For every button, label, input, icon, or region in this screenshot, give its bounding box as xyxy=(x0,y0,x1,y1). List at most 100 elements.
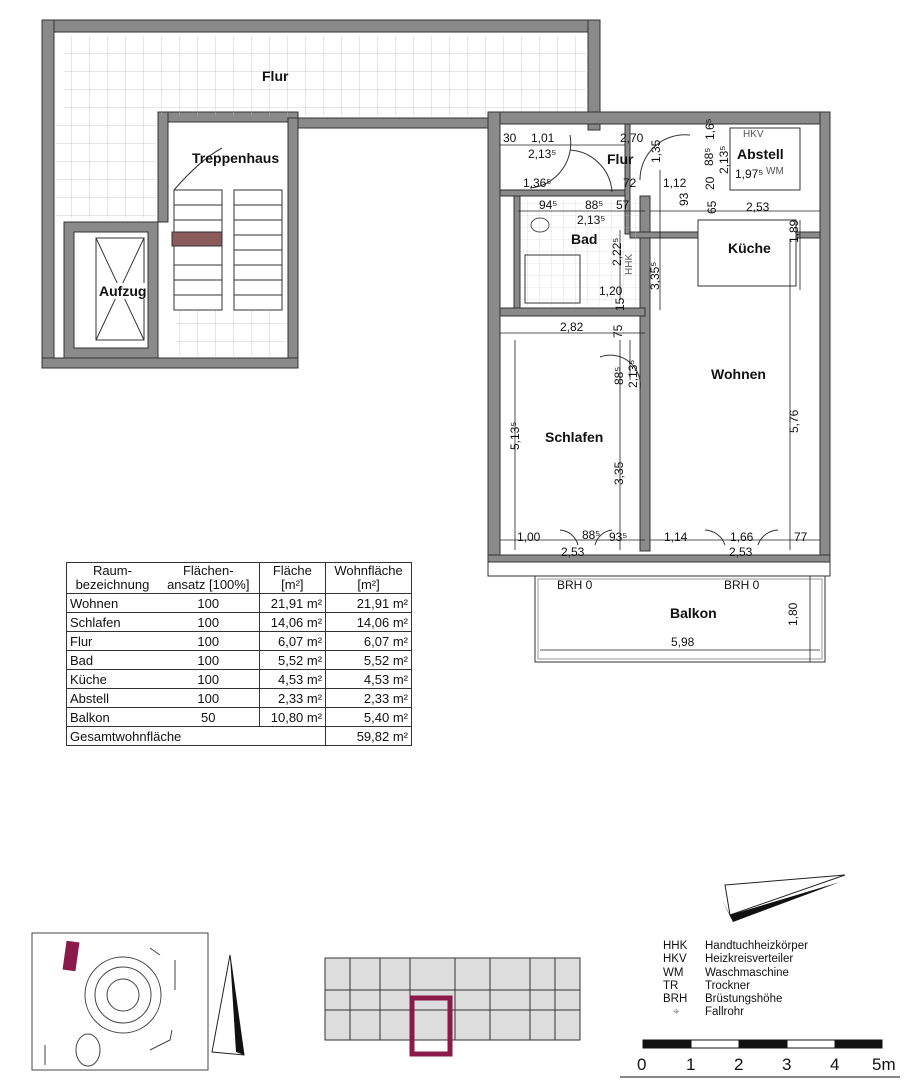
cell-living: 14,06 m² xyxy=(325,612,412,632)
storage-fixtures xyxy=(729,127,801,191)
dimension-label: 5,76 xyxy=(787,409,801,433)
dimension-label: 88⁵ xyxy=(612,366,626,385)
balcony-outline xyxy=(534,575,826,663)
dimension-label: 2,70 xyxy=(620,131,644,145)
downpipe-icon: ⌖ xyxy=(673,1006,680,1019)
cell-room: Balkon xyxy=(65,707,158,727)
cell-area: 21,91 m² xyxy=(258,593,327,613)
room-label-hallway: Flur xyxy=(607,151,634,167)
dimension-label: 2,13⁵ xyxy=(717,145,731,174)
site-north-arrow-icon xyxy=(211,954,245,1056)
cell-factor: 100 xyxy=(157,612,260,632)
wm-label: WM xyxy=(766,166,784,177)
hhk-label: HHK xyxy=(624,253,635,275)
dimension-label: 2,82 xyxy=(560,320,584,334)
cell-living: 6,07 m² xyxy=(325,631,412,651)
room-label-kitchen: Küche xyxy=(728,240,771,256)
total-label: Gesamtwohnfläche xyxy=(65,726,327,746)
cell-area: 14,06 m² xyxy=(258,612,327,632)
dimension-label: 15 xyxy=(613,297,627,311)
dimension-label: 93 xyxy=(677,192,691,206)
staircase xyxy=(171,147,283,311)
column-header: Flächen- ansatz [100%] xyxy=(157,562,260,594)
dimension-label: 1,14 xyxy=(664,530,688,544)
room-label-bathroom: Bad xyxy=(571,231,598,247)
cell-room: Bad xyxy=(65,650,158,670)
room-label-balcony: Balkon xyxy=(670,605,717,621)
cell-living: 21,91 m² xyxy=(325,593,412,613)
dimension-lines xyxy=(500,144,820,662)
building-key-plan xyxy=(324,957,581,1057)
dimension-label: 2,53 xyxy=(746,200,770,214)
dimension-label: 1,6⁵ xyxy=(703,118,717,140)
scale-label: 3 xyxy=(782,1055,792,1074)
scale-label: 0 xyxy=(637,1055,647,1074)
cell-area: 10,80 m² xyxy=(258,707,327,727)
dimension-label: 1,20 xyxy=(599,284,623,298)
cell-living: 4,53 m² xyxy=(325,669,412,689)
dimension-label: 2,22⁵ xyxy=(610,237,624,266)
dimension-label: 94⁵ xyxy=(539,198,558,212)
doors xyxy=(529,134,779,546)
dimension-label: 3,35⁵ xyxy=(648,261,662,290)
dimension-label: 75 xyxy=(611,324,625,338)
area-table: Raum- bezeichnung Flächen- ansatz [100%]… xyxy=(65,562,412,746)
unit-highlight xyxy=(409,995,453,1057)
dimension-label: 88⁵ xyxy=(582,528,601,542)
legend-item: ⌖Fallrohr xyxy=(663,1006,808,1019)
dimension-label: 1,97⁵ xyxy=(735,167,764,181)
cell-factor: 100 xyxy=(157,631,260,651)
cell-room: Abstell xyxy=(65,688,158,708)
brh-label: BRH 0 xyxy=(724,578,760,592)
cell-factor: 100 xyxy=(157,593,260,613)
dimension-label: 20 xyxy=(703,176,717,190)
cell-room: Schlafen xyxy=(65,612,158,632)
cell-factor: 100 xyxy=(157,688,260,708)
dimension-label: 5,98 xyxy=(671,635,695,649)
dimension-label: 3,35 xyxy=(612,461,626,485)
dimension-label: 5,13⁵ xyxy=(508,421,522,450)
dimension-label: 2,13⁵ xyxy=(626,359,640,388)
apartment-walls xyxy=(487,111,831,577)
kitchen-counter xyxy=(697,219,797,287)
dimension-label: 72 xyxy=(623,176,637,190)
cell-living: 5,40 m² xyxy=(325,707,412,727)
brh-label: BRH 0 xyxy=(557,578,593,592)
dimension-label: 1,36⁵ xyxy=(523,176,552,190)
dimension-label: 65 xyxy=(705,200,719,214)
cell-factor: 50 xyxy=(157,707,260,727)
column-header: Wohnfläche [m²] xyxy=(325,562,412,594)
site-plan xyxy=(31,932,209,1071)
dimension-label: 1,80 xyxy=(786,602,800,626)
cell-factor: 100 xyxy=(157,650,260,670)
scale-label: 2 xyxy=(734,1055,744,1074)
building-corridor xyxy=(41,19,601,369)
scale-bar xyxy=(620,1039,900,1078)
room-label-staircase: Treppenhaus xyxy=(192,150,280,166)
cell-area: 4,53 m² xyxy=(258,669,327,689)
cell-room: Küche xyxy=(65,669,158,689)
cell-area: 6,07 m² xyxy=(258,631,327,651)
dimension-label: 1,01 xyxy=(531,131,555,145)
dimension-label: 1,00 xyxy=(517,530,541,544)
dimension-label: 1,66 xyxy=(730,530,754,544)
cell-living: 5,52 m² xyxy=(325,650,412,670)
table-header-row: Raum- bezeichnung Flächen- ansatz [100%]… xyxy=(65,562,412,594)
scale-label: 1 xyxy=(686,1055,696,1074)
dimension-label: 2,13⁵ xyxy=(528,147,557,161)
cell-area: 5,52 m² xyxy=(258,650,327,670)
dimension-label: 77 xyxy=(794,530,808,544)
room-label-corridor: Flur xyxy=(262,68,289,84)
column-header: Raum- bezeichnung xyxy=(65,562,158,594)
cell-living: 2,33 m² xyxy=(325,688,412,708)
